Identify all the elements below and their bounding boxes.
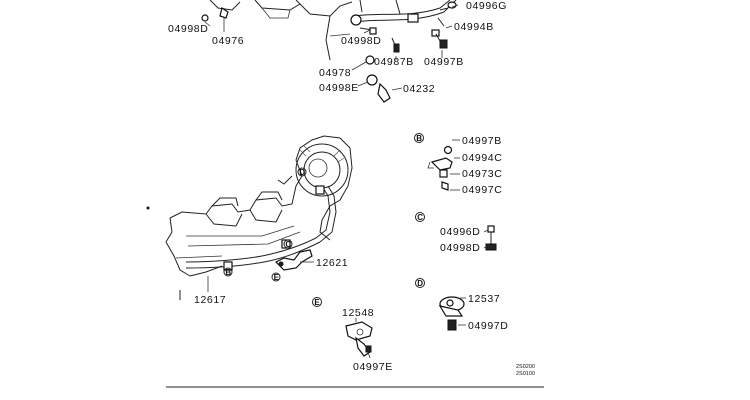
clamp-marker-B bbox=[223, 261, 233, 271]
marker-C-detail: C bbox=[415, 212, 425, 222]
bolt-04232 bbox=[377, 82, 391, 103]
spacer-04973C bbox=[439, 169, 448, 178]
svg-text:E: E bbox=[314, 298, 320, 307]
label-04997B-a: 04997B bbox=[424, 56, 464, 68]
drawing-code-2: 2S0100 bbox=[516, 371, 535, 377]
label-12548: 12548 bbox=[342, 307, 374, 319]
svg-text:C: C bbox=[285, 240, 291, 249]
marker-B-main: B bbox=[223, 267, 233, 277]
label-04994B: 04994B bbox=[454, 21, 494, 33]
label-04973C: 04973C bbox=[462, 168, 502, 180]
clamp-04996G bbox=[407, 13, 419, 23]
svg-text:D: D bbox=[299, 168, 305, 177]
label-04996G: 04996G bbox=[466, 0, 507, 12]
label-04998E: 04998E bbox=[319, 82, 359, 94]
label-04997B-b: 04997B bbox=[462, 135, 502, 147]
clamp-upper bbox=[315, 185, 325, 195]
marker-E-main: E bbox=[271, 272, 281, 282]
screw-04987B bbox=[393, 43, 400, 53]
svg-text:E: E bbox=[274, 273, 280, 282]
clip-04996G bbox=[447, 1, 457, 9]
marker-C-main: C bbox=[283, 239, 293, 249]
nut-04997B-detailB bbox=[443, 145, 453, 155]
svg-text:B: B bbox=[225, 268, 231, 277]
bolt-04976 bbox=[219, 7, 229, 19]
drawing-code-1: 2S0200 bbox=[516, 364, 535, 370]
label-04998D-b: 04998D bbox=[341, 35, 381, 47]
bolt-04994B bbox=[431, 29, 440, 37]
nut-04997B bbox=[439, 39, 448, 49]
label-04997C: 04997C bbox=[462, 184, 502, 196]
nut-04997C bbox=[441, 181, 449, 191]
marker-D-detail: D bbox=[415, 278, 425, 288]
label-04994C: 04994C bbox=[462, 152, 502, 164]
washer-04998E bbox=[366, 74, 378, 86]
marker-E-detail: E bbox=[312, 297, 322, 307]
svg-text:D: D bbox=[417, 279, 423, 288]
svg-text:C: C bbox=[417, 213, 423, 222]
bolt-04996D bbox=[487, 225, 495, 233]
nut-04997E bbox=[365, 345, 372, 353]
fitting-04998D-top bbox=[350, 14, 362, 26]
label-04997E: 04997E bbox=[353, 361, 393, 373]
label-04997D: 04997D bbox=[468, 320, 508, 332]
label-12617: 12617 bbox=[194, 294, 226, 306]
label-04998D-a: 04998D bbox=[168, 23, 208, 35]
label-04998D-c: 04998D bbox=[440, 242, 480, 254]
marker-D-main: D bbox=[297, 167, 307, 177]
detail-B bbox=[427, 139, 460, 191]
detail-markers: B C D E B C D E bbox=[223, 133, 425, 307]
ring-04978 bbox=[365, 55, 375, 65]
label-04976: 04976 bbox=[212, 35, 244, 47]
label-04996D: 04996D bbox=[440, 226, 480, 238]
marker-B-detail: B bbox=[414, 133, 424, 143]
bracket-12548 bbox=[345, 321, 373, 341]
drawing-codes: 2S0200 2S0100 bbox=[516, 364, 535, 377]
label-04987B: 04987B bbox=[374, 56, 414, 68]
main-leaders bbox=[207, 261, 314, 292]
top-assembly bbox=[201, 0, 457, 103]
detail-D bbox=[438, 296, 466, 331]
detail-C bbox=[483, 225, 497, 251]
label-12621: 12621 bbox=[316, 257, 348, 269]
label-04232: 04232 bbox=[403, 83, 435, 95]
nut-04997D bbox=[447, 319, 457, 331]
washer-04998D bbox=[369, 27, 377, 35]
top-leaders bbox=[204, 4, 459, 91]
label-04978: 04978 bbox=[319, 67, 351, 79]
part-labels: 04998D 04976 04998D 04996G 04994B 04987B… bbox=[168, 0, 508, 373]
bracket-12621 bbox=[274, 249, 313, 271]
bracket-04994C bbox=[430, 157, 453, 171]
engine-assembly bbox=[146, 135, 353, 300]
washer-04998D-left bbox=[201, 14, 209, 22]
svg-text:B: B bbox=[416, 134, 422, 143]
label-12537: 12537 bbox=[468, 293, 500, 305]
washer-04998D-detailC bbox=[485, 243, 497, 251]
detail-E bbox=[345, 318, 373, 359]
